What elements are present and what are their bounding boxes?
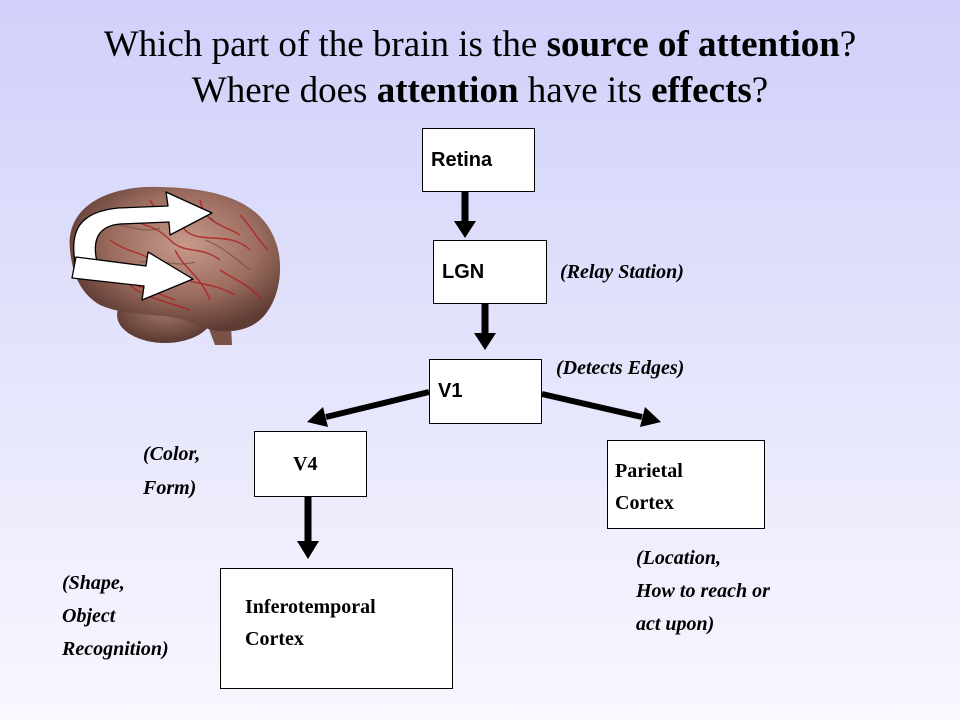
node-parietal: Parietal Cortex: [607, 440, 765, 529]
title-1-bold-a: source of attention: [546, 24, 840, 65]
title-2-bold-a: attention: [376, 70, 519, 111]
node-parietal-line1: Parietal: [615, 460, 683, 482]
title-2-text-b: have its: [518, 70, 652, 111]
title-line-1: Which part of the brain is the source of…: [0, 24, 960, 66]
note-parietal-line3: act upon): [636, 613, 715, 635]
arrow-v1-v4: [307, 389, 430, 427]
title-1-text-b: ?: [839, 24, 857, 65]
note-lgn: (Relay Station): [560, 261, 684, 283]
node-inferotemporal-line2: Cortex: [245, 628, 304, 650]
title-2-text-a: Where does: [191, 70, 377, 111]
note-it-line3: Recognition): [62, 638, 169, 660]
node-retina: Retina: [422, 128, 535, 192]
node-lgn: LGN: [433, 240, 547, 304]
title-1-text-a: Which part of the brain is the: [103, 24, 547, 65]
note-parietal-line1: (Location,: [636, 547, 721, 569]
arrow-lgn-v1: [474, 304, 496, 350]
node-inferotemporal: Inferotemporal Cortex: [220, 568, 453, 689]
node-v4: V4: [254, 431, 367, 497]
note-parietal-line2: How to reach or: [636, 580, 770, 602]
note-v1: (Detects Edges): [556, 357, 685, 379]
arrow-v1-parietal: [541, 391, 661, 427]
arrow-v4-it: [297, 497, 319, 559]
node-parietal-line2: Cortex: [615, 492, 674, 514]
title-line-2: Where does attention have its effects?: [0, 70, 960, 112]
node-v1-label: V1: [438, 380, 463, 402]
attention-arrows-icon: [71, 191, 213, 301]
note-v4-line2: Form): [143, 477, 197, 499]
node-v4-label: V4: [293, 453, 318, 475]
note-it-line1: (Shape,: [62, 572, 125, 594]
note-it-line2: Object: [62, 605, 116, 627]
node-v1: V1: [429, 359, 542, 424]
title-2-bold-b: effects: [651, 70, 752, 111]
title-2-text-c: ?: [751, 70, 769, 111]
note-v4-line1: (Color,: [143, 443, 201, 465]
node-inferotemporal-line1: Inferotemporal: [245, 596, 376, 618]
node-lgn-label: LGN: [442, 261, 485, 283]
arrow-retina-lgn: [454, 192, 476, 238]
flow-arrows: [297, 192, 661, 559]
node-retina-label: Retina: [431, 149, 493, 171]
